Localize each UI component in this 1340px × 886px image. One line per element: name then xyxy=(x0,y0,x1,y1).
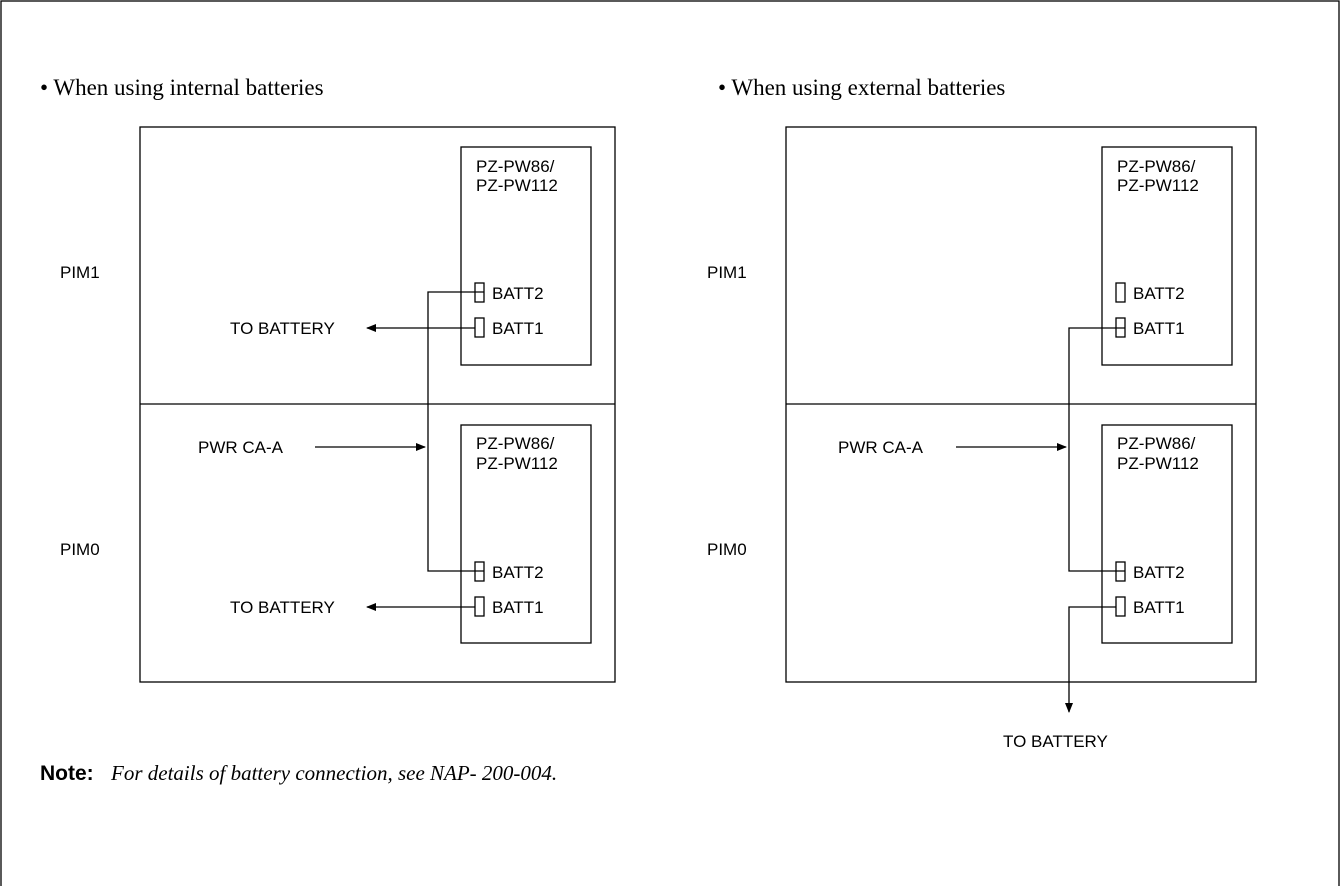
left-upper-batt1-label: BATT1 xyxy=(492,319,544,338)
left-lower-module-name1: PZ-PW86/ xyxy=(476,434,555,453)
left-diagram: • When using internal batteries PIM1 PIM… xyxy=(40,75,616,683)
left-lower-batt2-label: BATT2 xyxy=(492,563,544,582)
left-lower-batt1-connector xyxy=(474,596,485,617)
left-lower-to-battery-label: TO BATTERY xyxy=(230,598,335,617)
left-upper-module-name2: PZ-PW112 xyxy=(476,176,558,195)
right-lower-batt2-label: BATT2 xyxy=(1133,563,1185,582)
right-batt1-to-batt2-cable xyxy=(1068,327,1125,572)
right-to-battery-label: TO BATTERY xyxy=(1003,732,1108,751)
right-heading: • When using external batteries xyxy=(718,75,1005,100)
right-lower-batt1-connector xyxy=(1115,596,1126,617)
left-batt2-cable xyxy=(427,291,484,572)
note-label: Note: xyxy=(40,762,94,785)
right-diagram: • When using external batteries PIM1 PIM… xyxy=(707,75,1257,751)
left-lower-module-name2: PZ-PW112 xyxy=(476,454,558,473)
right-upper-batt1-label: BATT1 xyxy=(1133,319,1185,338)
note-text: For details of battery connection, see N… xyxy=(110,761,557,785)
right-pim1-label: PIM1 xyxy=(707,263,747,282)
left-upper-to-battery-label: TO BATTERY xyxy=(230,319,335,338)
left-pwr-label: PWR CA-A xyxy=(198,438,284,457)
right-lower-batt1-label: BATT1 xyxy=(1133,598,1185,617)
left-pim0-label: PIM0 xyxy=(60,540,100,559)
left-upper-batt1-connector xyxy=(474,317,485,338)
right-upper-batt2-label: BATT2 xyxy=(1133,284,1185,303)
right-lower-module-name2: PZ-PW112 xyxy=(1117,454,1199,473)
note: Note: For details of battery connection,… xyxy=(40,761,557,785)
left-lower-batt1-label: BATT1 xyxy=(492,598,544,617)
right-upper-module-name2: PZ-PW112 xyxy=(1117,176,1199,195)
left-pim1-label: PIM1 xyxy=(60,263,100,282)
right-pwr-label: PWR CA-A xyxy=(838,438,924,457)
left-heading: • When using internal batteries xyxy=(40,75,324,100)
right-upper-batt2-connector xyxy=(1115,282,1126,303)
left-upper-module-name1: PZ-PW86/ xyxy=(476,157,555,176)
right-to-battery-arrow xyxy=(1065,606,1116,713)
right-lower-module-name1: PZ-PW86/ xyxy=(1117,434,1196,453)
left-upper-batt2-label: BATT2 xyxy=(492,284,544,303)
right-pim0-label: PIM0 xyxy=(707,540,747,559)
right-upper-module-name1: PZ-PW86/ xyxy=(1117,157,1196,176)
